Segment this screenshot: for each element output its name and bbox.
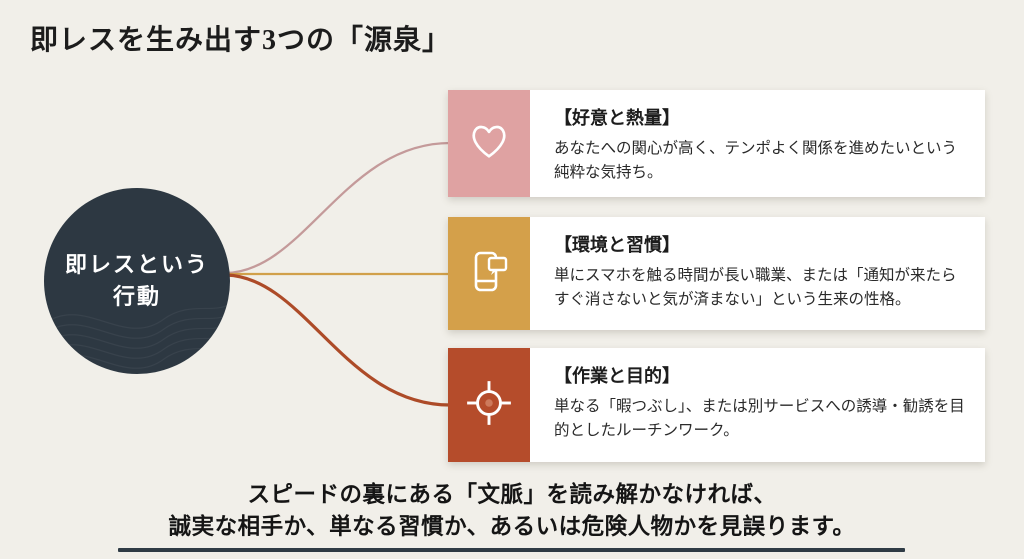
heart-icon	[466, 118, 512, 169]
card-purpose: 【作業と目的】 単なる「暇つぶし」、または別サービスへの誘導・勧誘を目的としたル…	[448, 348, 985, 462]
card-purpose-body: 単なる「暇つぶし」、または別サービスへの誘導・勧誘を目的としたルーチンワーク。	[554, 398, 965, 440]
card-environment: 【環境と習慣】 単にスマホを触る時間が長い職業、または「通知が来たらすぐ消さない…	[448, 217, 985, 330]
central-node-label: 即レスという 行動	[65, 249, 209, 313]
card-affection-content: 【好意と熱量】 あなたへの関心が高く、テンポよく関係を進めたいという純粋な気持ち…	[530, 90, 985, 197]
card-purpose-content: 【作業と目的】 単なる「暇つぶし」、または別サービスへの誘導・勧誘を目的としたル…	[530, 348, 985, 462]
card-affection-title: 【好意と熱量】	[554, 108, 680, 128]
page-title: 即レスを生み出す3つの「源泉」	[30, 25, 452, 56]
footer-divider	[118, 548, 905, 552]
footer-message: スピードの裏にある「文脈」を読み解かなければ、 誠実な相手か、単なる習慣か、ある…	[0, 479, 1024, 543]
card-purpose-icon-box	[448, 348, 530, 462]
central-node-label-line2: 行動	[112, 284, 161, 309]
card-affection-icon-box	[448, 90, 530, 197]
card-affection-body: あなたへの関心が高く、テンポよく関係を進めたいという純粋な気持ち。	[554, 140, 958, 182]
connector-to-card-3	[225, 273, 451, 407]
footer-message-line2: 誠実な相手か、単なる習慣か、あるいは危険人物かを見誤ります。	[168, 513, 856, 539]
smartphone-chat-icon	[465, 247, 513, 300]
footer-message-line1: スピードの裏にある「文脈」を読み解かなければ、	[247, 482, 777, 507]
connector-to-card-1	[225, 141, 451, 275]
card-purpose-title: 【作業と目的】	[554, 366, 680, 386]
central-node-label-line1: 即レスという	[64, 252, 209, 278]
card-environment-title: 【環境と習慣】	[554, 235, 680, 255]
wave-pattern-decoration	[44, 303, 230, 369]
card-environment-icon-box	[448, 217, 530, 330]
card-environment-content: 【環境と習慣】 単にスマホを触る時間が長い職業、または「通知が来たらすぐ消さない…	[530, 217, 985, 330]
card-affection: 【好意と熱量】 あなたへの関心が高く、テンポよく関係を進めたいという純粋な気持ち…	[448, 90, 985, 197]
central-node: 即レスという 行動	[44, 188, 230, 374]
card-environment-body: 単にスマホを触る時間が長い職業、または「通知が来たらすぐ消さないと気が済まない」…	[554, 267, 957, 309]
target-icon	[464, 378, 514, 433]
